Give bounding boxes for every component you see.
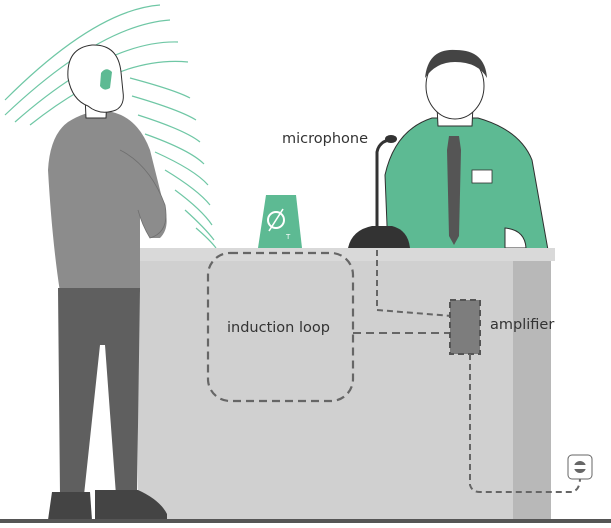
- counter: [138, 248, 555, 522]
- amplifier-box: [449, 299, 481, 355]
- floor-line: [0, 519, 611, 523]
- customer: [48, 44, 167, 520]
- loop-sign: T: [258, 195, 302, 248]
- customer-shoe-left: [48, 492, 92, 520]
- counter-front: [138, 260, 513, 522]
- customer-head: [67, 44, 124, 113]
- mic-cable: [376, 250, 453, 317]
- clerk: [381, 49, 549, 251]
- sign-letter: T: [285, 233, 291, 241]
- clerk-hair: [425, 49, 487, 78]
- customer-legs: [58, 288, 140, 495]
- microphone-label: microphone: [282, 131, 368, 147]
- hearing-aid-icon: [100, 69, 112, 90]
- microphone: [348, 135, 410, 248]
- sound-waves: [4, 4, 217, 249]
- clerk-shirt: [384, 117, 549, 251]
- amplifier-label: amplifier: [490, 317, 554, 333]
- power-cable: [469, 354, 581, 493]
- tie-icon: [447, 136, 461, 245]
- name-badge: [471, 169, 493, 184]
- customer-shoe-right: [95, 490, 167, 520]
- counter-side: [513, 260, 551, 522]
- hearing-loop-t-sign-icon: [267, 211, 285, 229]
- induction-loop-wire: [206, 251, 355, 403]
- power-socket-icon: [567, 454, 593, 480]
- induction-loop-label: induction loop: [227, 320, 330, 336]
- customer-torso: [48, 111, 167, 292]
- customer-arm: [119, 149, 167, 239]
- counter-top: [138, 248, 555, 261]
